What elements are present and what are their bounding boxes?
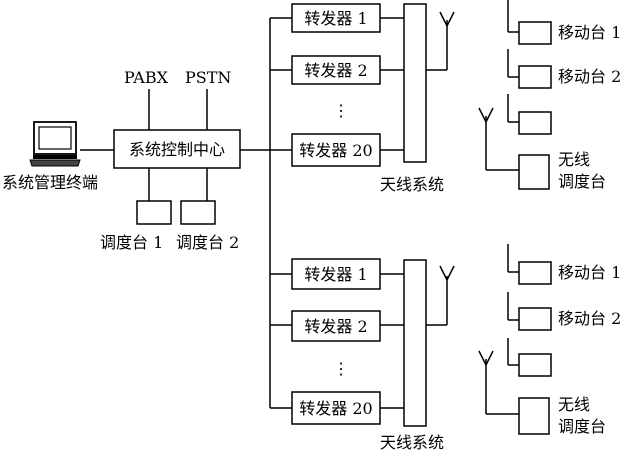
antenna-system-label-lower: 天线系统 [380,433,444,452]
dispatch2-box [180,200,216,225]
repeater-20-box-lower [291,391,381,425]
mobile-station-unlabeled [507,94,552,135]
dispatch1-label: 调度台 1 [100,233,163,252]
antenna-icon-lower [426,265,455,326]
antenna-icon [426,11,455,71]
wireless-dispatch-label-1: 无线 [558,150,590,169]
repeater-20-label: 转发器 20 [299,141,372,160]
repeater-1-label: 转发器 1 [304,9,367,28]
repeater-1-label-lower: 转发器 1 [304,265,367,284]
pstn-label: PSTN [185,68,231,87]
wireless-dispatch-label-1-lower: 无线 [558,395,590,414]
repeater-2-box [291,55,381,85]
antenna-combiner-box-lower [403,259,427,427]
repeater-ellipsis-lower: ⋮ [333,359,349,378]
pabx-label: PABX [124,68,169,87]
wireless-dispatch-label-2-lower: 调度台 [558,417,606,436]
dispatch1-box [136,200,172,225]
mobile-2-label: 移动台 2 [558,67,621,86]
antenna-system-label: 天线系统 [380,175,444,194]
dispatch2-label: 调度台 2 [176,233,239,252]
mobile-station-1 [507,0,552,45]
repeater-ellipsis: ⋮ [333,101,349,120]
control-center-box [113,129,241,169]
control-center-label: 系统控制中心 [129,140,225,159]
mobile-station-unlabeled-lower [507,338,552,377]
mobile-1-label-lower: 移动台 1 [558,263,621,282]
mobile-station-2 [507,49,552,89]
repeater-group-lower: 转发器 1 转发器 2 ⋮ 转发器 20 天线系统 移动台 1 移动台 [270,244,621,452]
repeater-2-label-lower: 转发器 2 [304,317,367,336]
mobile-1-label: 移动台 1 [558,23,621,42]
mobile-2-label-lower: 移动台 2 [558,309,621,328]
terminal-label: 系统管理终端 [2,173,98,192]
wireless-dispatch-label-2: 调度台 [558,172,606,191]
mobile-station-1-lower [507,244,552,285]
repeater-2-box-lower [291,310,381,342]
repeater-20-box [291,133,381,167]
repeater-2-label: 转发器 2 [304,61,367,80]
mobile-station-2-lower [507,292,552,331]
wireless-dispatch-box-lower [518,397,550,435]
antenna-combiner-box [403,3,427,163]
wireless-dispatch-antenna-icon-lower [478,350,519,415]
wireless-dispatch-antenna-icon [478,107,519,171]
wireless-dispatch-box [518,154,550,190]
repeater-1-box-lower [291,258,381,290]
repeater-group-upper: 转发器 1 转发器 2 ⋮ 转发器 20 天线系统 移动台 1 移动台 [270,0,621,194]
repeater-20-label-lower: 转发器 20 [299,399,372,418]
computer-terminal-icon [29,121,81,167]
